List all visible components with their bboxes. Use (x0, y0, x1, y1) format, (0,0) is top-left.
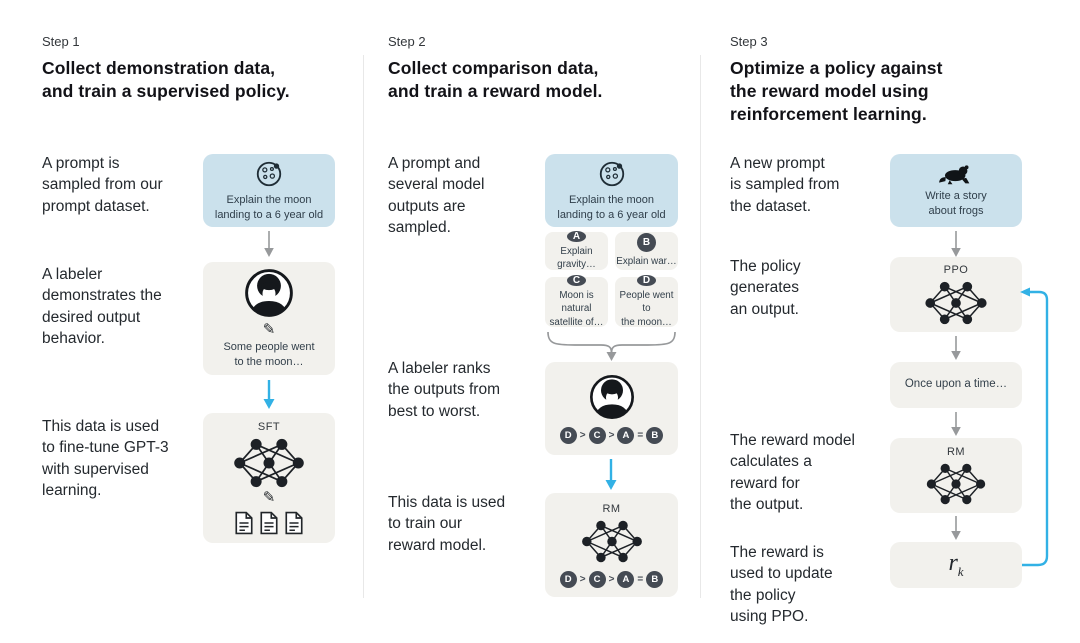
output-chip-c: C Moon is natural satellite of… (545, 275, 608, 328)
rank-separator: > (608, 430, 615, 441)
output-caption: Explain gravity… (557, 245, 596, 270)
step-1-label: Step 1 (42, 34, 80, 49)
step-3-title: Optimize a policy against the reward mod… (730, 58, 943, 125)
ranking-row: D > C > A = B (559, 570, 664, 588)
step-3-text-reward: The reward model calculates a reward for… (730, 432, 855, 514)
letter-badge: B (637, 233, 656, 253)
reward-value-box: rk (890, 542, 1022, 588)
rank-badge: B (646, 570, 664, 588)
moon-icon (597, 159, 627, 189)
rank-separator: = (637, 430, 644, 441)
reward-symbol: r (948, 550, 958, 577)
pencil-icon: ✎ (262, 489, 276, 506)
step-2-text-ranks: A labeler ranks the outputs from best to… (388, 360, 501, 420)
output-chip-d: D People went to the moon… (615, 275, 678, 328)
demo-caption: Some people went to the moon… (223, 341, 315, 368)
reward-model-box: RM (890, 438, 1022, 513)
prompt-box: Explain the moon landing to a 6 year old (203, 154, 335, 227)
rank-separator: > (579, 430, 586, 441)
letter-badge: A (567, 230, 586, 242)
sft-model-box: SFT ✎ (203, 413, 335, 543)
letter-badge: C (567, 275, 586, 287)
step-2-label: Step 2 (388, 34, 426, 49)
arrow-down-cyan-icon (605, 459, 617, 490)
feedback-loop-arrow-icon (1020, 287, 1049, 567)
rm-label: RM (946, 446, 966, 458)
arrow-down-icon (951, 412, 961, 436)
step-2-title: Collect comparison data, and train a rew… (388, 58, 603, 102)
policy-output-box: Once upon a time… (890, 362, 1022, 408)
frog-icon (938, 163, 974, 185)
column-divider (700, 55, 701, 598)
step-3-text-ppo: The reward is used to update the policy … (730, 544, 833, 626)
merge-bracket-arrow-icon (547, 331, 676, 361)
output-caption: Once upon a time… (904, 378, 1008, 391)
document-icon (259, 511, 279, 535)
step-1-text-finetune: This data is used to fine-tune GPT-3 wit… (42, 418, 169, 500)
rm-label: RM (602, 502, 621, 515)
rank-badge: C (588, 427, 606, 444)
rank-badge: C (588, 570, 606, 588)
neural-network-icon (926, 463, 986, 505)
ppo-label: PPO (943, 264, 969, 276)
arrow-down-icon (264, 231, 274, 257)
documents-row (234, 511, 304, 535)
step-3-text-prompt: A new prompt is sampled from the dataset… (730, 155, 840, 215)
prompt-caption: Explain the moon landing to a 6 year old (214, 193, 324, 221)
reward-scalar: rk (948, 550, 963, 580)
ppo-policy-box: PPO (890, 257, 1022, 332)
labeler-icon (243, 267, 295, 319)
arrow-down-icon (951, 231, 961, 257)
labeler-rank-box: D > C > A = B (545, 362, 678, 455)
prompt-caption: Write a story about frogs (925, 189, 987, 217)
step-3-label: Step 3 (730, 34, 768, 49)
step-1-text-prompt: A prompt is sampled from our prompt data… (42, 155, 163, 215)
document-icon (284, 511, 304, 535)
reward-subscript: k (957, 563, 964, 579)
output-caption: Moon is natural satellite of… (549, 290, 604, 328)
step-3-text-policy: The policy generates an output. (730, 258, 801, 318)
prompt-box: Write a story about frogs (890, 154, 1022, 227)
rank-badge: B (646, 427, 664, 444)
rank-separator: = (637, 573, 644, 585)
sft-label: SFT (257, 421, 281, 433)
column-divider (363, 55, 364, 598)
arrow-down-icon (951, 336, 961, 360)
rank-separator: > (579, 573, 586, 585)
prompt-caption: Explain the moon landing to a 6 year old (557, 193, 666, 221)
letter-badge: D (637, 275, 656, 287)
document-icon (234, 511, 254, 535)
labeler-demo-box: ✎ Some people went to the moon… (203, 262, 335, 375)
rank-badge: D (559, 427, 577, 444)
step-2-text-train: This data is used to train our reward mo… (388, 494, 506, 554)
neural-network-icon (925, 281, 987, 325)
arrow-down-icon (951, 516, 961, 540)
step-1-text-labeler: A labeler demonstrates the desired outpu… (42, 266, 162, 348)
output-chip-b: B Explain war… (615, 232, 678, 270)
moon-icon (254, 159, 284, 189)
ranking-row: D > C > A = B (559, 427, 664, 444)
rank-badge: A (617, 427, 635, 444)
step-1-title: Collect demonstration data, and train a … (42, 58, 290, 102)
rank-badge: D (559, 570, 577, 588)
output-chip-a: A Explain gravity… (545, 230, 608, 270)
neural-network-icon (581, 520, 642, 562)
prompt-box: Explain the moon landing to a 6 year old (545, 154, 678, 227)
rank-separator: > (608, 573, 615, 585)
pencil-icon: ✎ (262, 321, 276, 339)
output-caption: Explain war… (616, 256, 677, 268)
arrow-down-cyan-icon (263, 380, 275, 409)
reward-model-box: RM D > C > A = B (545, 493, 678, 597)
labeler-icon (588, 373, 636, 421)
step-2-text-sampled: A prompt and several model outputs are s… (388, 155, 485, 237)
rank-badge: A (617, 570, 635, 588)
output-caption: People went to the moon… (619, 290, 674, 328)
neural-network-icon (234, 438, 304, 488)
